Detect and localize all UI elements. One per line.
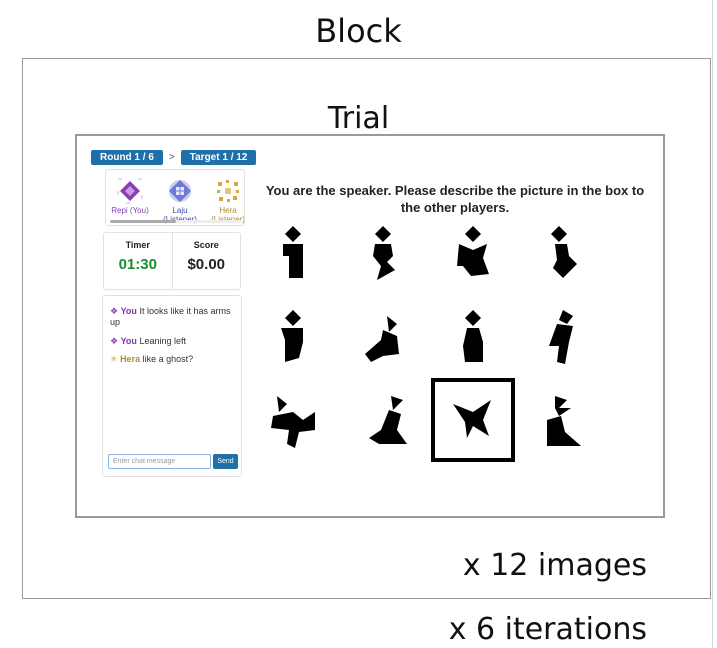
score-label: Score [193,240,219,250]
tangram-image[interactable] [263,222,323,282]
player-name: Laju(Listener) [163,206,197,224]
timer-score-panel: Timer 01:30 Score $0.00 [103,232,241,290]
timer-label: Timer [125,240,150,250]
tangram-image[interactable] [443,222,503,282]
diamond-icon: ❖ [110,336,119,346]
iterations-multiplier: x 6 iterations [448,612,647,647]
diamond-icon: ❖ [110,306,119,316]
chat-text: Leaning left [136,336,186,346]
breadcrumb-separator: > [168,152,175,163]
chat-text: It looks like it has arms up [110,306,231,327]
chat-text: like a ghost? [140,354,194,364]
player-list-scrollbar[interactable] [110,220,242,223]
tangram-shape [463,310,483,362]
tangram-silhouette-icon [283,226,303,278]
tangram-silhouette-icon [365,316,399,362]
chat-message: ❖ You Leaning left [110,336,235,347]
tangram-target-selected[interactable] [431,378,515,462]
tangram-shape [369,396,407,444]
tangram-silhouette-icon [373,226,395,280]
block-title: Block [315,12,402,50]
tangram-shape [373,226,395,280]
tangram-image[interactable] [353,306,413,366]
laju-avatar-icon [169,180,191,202]
tangram-image[interactable] [353,390,413,450]
score-value: $0.00 [187,256,226,273]
timer-cell: Timer 01:30 [104,233,172,289]
tangram-shape [549,310,573,364]
scrollbar-thumb[interactable] [110,220,176,223]
tangram-image[interactable] [443,306,503,366]
score-cell: Score $0.00 [171,233,241,289]
player-repi: Repi (You) [108,178,152,215]
tangram-silhouette-icon [551,226,577,278]
images-multiplier: x 12 images [462,548,647,583]
player-list[interactable]: Repi (You) Laju(Listener) Hera(Listener) [105,169,245,226]
repi-avatar-icon [117,178,143,204]
tangram-shape [551,226,577,278]
tangram-image[interactable] [263,306,323,366]
tangram-image[interactable] [263,390,323,450]
sparkle-icon: ✳ [110,354,118,364]
tangram-image[interactable] [533,390,593,450]
block-box [22,58,711,599]
hera-avatar-icon [217,180,239,202]
trial-screen: Round 1 / 6 > Target 1 / 12 Repi (You) L… [75,134,665,518]
tangram-shape [547,396,581,446]
tangram-silhouette-icon [453,400,491,438]
chat-author: You [120,336,137,346]
chat-message: ✳ Hera like a ghost? [110,354,235,365]
player-hera: Hera(Listener) [206,178,244,224]
player-name: Repi (You) [111,206,149,215]
send-button[interactable]: Send [213,454,238,469]
tangram-silhouette-icon [281,310,303,362]
tangram-image[interactable] [533,222,593,282]
tangram-shape [271,396,315,448]
chat-input[interactable]: Enter chat message [108,454,211,469]
tangram-silhouette-icon [457,226,489,276]
breadcrumb: Round 1 / 6 > Target 1 / 12 [91,150,257,165]
tangram-shape [283,226,303,278]
edge-divider [712,0,713,648]
speaker-instruction: You are the speaker. Please describe the… [265,183,645,215]
trial-title: Trial [327,101,390,136]
tangram-silhouette-icon [369,396,407,444]
round-badge: Round 1 / 6 [91,150,163,165]
tangram-image[interactable] [533,306,593,366]
chat-author: You [120,306,137,316]
tangram-shape [457,226,489,276]
player-name: Hera(Listener) [211,206,244,224]
tangram-shape [453,400,491,438]
tangram-silhouette-icon [463,310,483,362]
tangram-image[interactable] [353,222,413,282]
target-badge: Target 1 / 12 [180,150,257,165]
tangram-silhouette-icon [549,310,573,364]
tangram-shape [365,316,399,362]
timer-value: 01:30 [118,256,157,273]
tangram-silhouette-icon [547,396,581,446]
tangram-silhouette-icon [271,396,315,448]
chat-message: ❖ You It looks like it has arms up [110,306,235,328]
player-laju: Laju(Listener) [158,178,202,224]
tangram-shape [281,310,303,362]
chat-panel: ❖ You It looks like it has arms up ❖ You… [102,295,242,477]
chat-author: Hera [120,354,141,364]
